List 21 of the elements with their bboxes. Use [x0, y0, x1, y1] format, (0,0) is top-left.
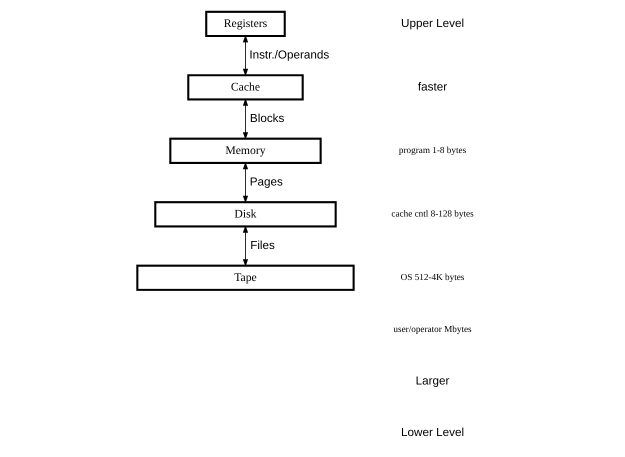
label: user/operator Mbytes [393, 324, 472, 334]
arrow [242, 34, 248, 76]
label: Larger [416, 374, 450, 388]
label: program 1-8 bytes [398, 145, 466, 156]
edge-label: Blocks [250, 112, 284, 126]
node-box: Tape [136, 264, 355, 291]
node-box: Disk [154, 201, 337, 228]
node-box: Registers [205, 10, 286, 38]
node-box: Memory [169, 138, 322, 164]
label: Upper Level [401, 16, 464, 30]
arrow [242, 98, 248, 140]
label: Lower Level [401, 426, 464, 440]
label: faster [418, 80, 448, 94]
node-box: Cache [187, 74, 304, 101]
edge-label: Pages [250, 176, 283, 189]
label: cache cntl 8-128 bytes [391, 208, 474, 219]
arrow [242, 162, 248, 204]
arrow [242, 225, 248, 267]
label: OS 512-4K bytes [400, 272, 464, 282]
edge-label: Instr./Operands [249, 48, 330, 62]
edge-label: Files [250, 239, 275, 252]
